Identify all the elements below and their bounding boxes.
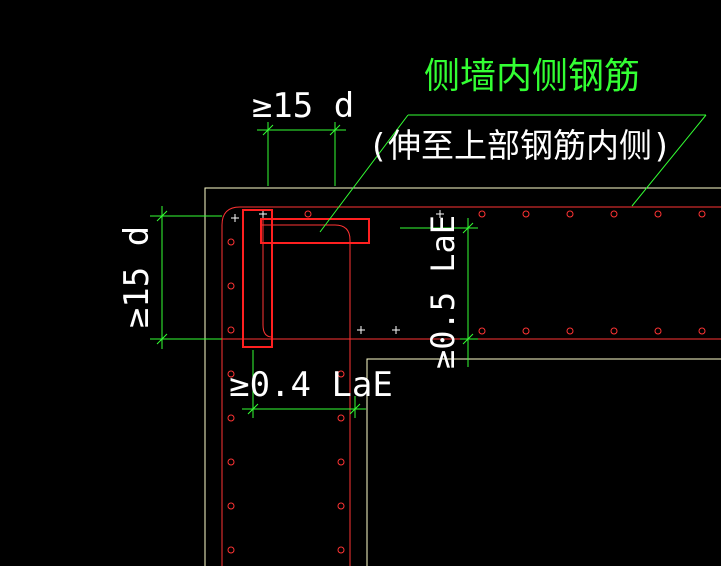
concrete-outline: [204, 187, 721, 566]
bar-mid: [610, 327, 618, 335]
annotation-title-line2: (伸至上部钢筋内侧): [368, 126, 672, 165]
bar-mid: [566, 327, 574, 335]
dim-label-left: ≥15 d: [117, 226, 157, 328]
dim-top-tick: [262, 124, 274, 136]
bar-top: [698, 210, 706, 218]
bar-top: [610, 210, 618, 218]
bar-top: [566, 210, 574, 218]
dim-top-tick: [329, 124, 341, 136]
bar-mid: [478, 327, 486, 335]
leader-to-top-rebar: [631, 114, 707, 207]
dim-label-bottom: ≥0.4 LaE: [229, 365, 393, 405]
dimension-lines: [150, 114, 707, 418]
bar-left: [227, 414, 235, 422]
cross-mark: [259, 210, 267, 218]
bar-left: [227, 282, 235, 290]
bar-left: [227, 546, 235, 554]
dim-right-tick: [462, 222, 474, 234]
bar-top: [478, 210, 486, 218]
distribution-bars: [227, 210, 706, 554]
bar-right: [337, 458, 345, 466]
bar-right: [337, 502, 345, 510]
inner-concrete-edge: [366, 358, 721, 566]
highlight-boxes: [242, 209, 370, 348]
leader-to-inner-rebar: [319, 114, 409, 233]
highlight-box-horizontal: [260, 218, 370, 244]
dim-bottom-tick: [247, 403, 259, 415]
bar-left: [227, 238, 235, 246]
cross-mark: [357, 326, 365, 334]
bar-left: [227, 458, 235, 466]
dim-left-tick: [156, 333, 168, 345]
outer-rebar-corner: [221, 206, 721, 566]
annotation-title-line1: 侧墙内侧钢筋: [424, 56, 640, 97]
wall-inner-rebar-hook: [262, 214, 273, 338]
bar-mid: [522, 327, 530, 335]
bar-right: [337, 370, 345, 378]
highlight-box-vertical: [242, 209, 273, 348]
bar-left: [227, 326, 235, 334]
bar-left: [227, 502, 235, 510]
cross-mark: [231, 214, 239, 222]
bar-mid: [654, 327, 662, 335]
dim-label-right: ≥0.5 LaE: [424, 215, 462, 369]
bar-right: [337, 546, 345, 554]
cross-mark: [392, 326, 400, 334]
bar-top: [522, 210, 530, 218]
crosshair-marks: [231, 210, 444, 334]
cross-mark: [436, 210, 444, 218]
dim-bottom-tick: [349, 403, 361, 415]
bar-top: [654, 210, 662, 218]
dim-label-top: ≥15 d: [252, 86, 354, 126]
bar-left: [227, 370, 235, 378]
wall-inner-rebar: [260, 224, 351, 566]
bar-mid: [698, 327, 706, 335]
bar-top: [304, 210, 312, 218]
bar-right: [337, 414, 345, 422]
dim-left-tick: [156, 210, 168, 222]
outer-concrete-edge: [204, 187, 721, 566]
dim-right-tick: [462, 333, 474, 345]
